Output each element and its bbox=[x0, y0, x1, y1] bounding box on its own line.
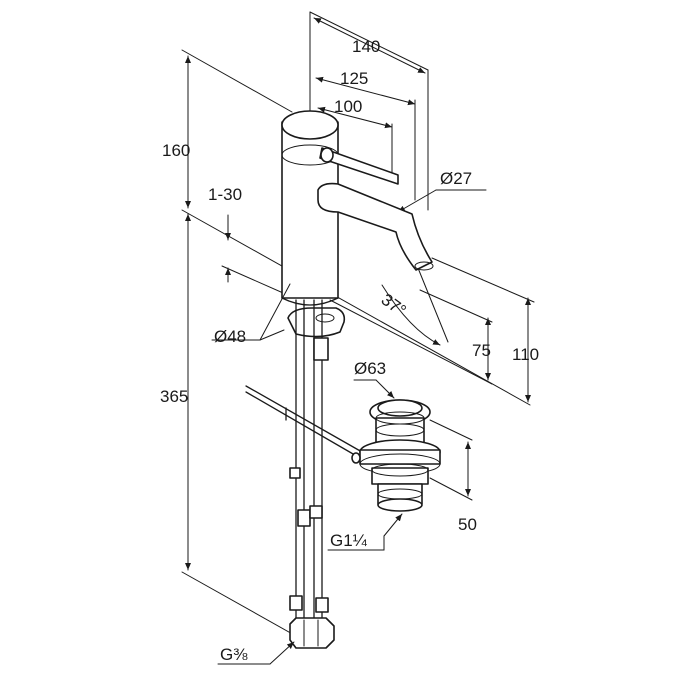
dimension-labels: 140 125 100 160 1-30 Ø27 37° Ø48 75 110 … bbox=[160, 37, 539, 664]
label-110: 110 bbox=[512, 345, 539, 364]
dimension-left-lines bbox=[181, 49, 531, 637]
label-160: 160 bbox=[162, 141, 190, 160]
label-g-1-1-4: G1¼ bbox=[330, 531, 368, 550]
label-diameter-27: Ø27 bbox=[440, 169, 472, 188]
label-diameter-63: Ø63 bbox=[354, 359, 386, 378]
label-125: 125 bbox=[340, 69, 368, 88]
label-1-30: 1-30 bbox=[208, 185, 242, 204]
faucet-body bbox=[245, 110, 434, 649]
label-50: 50 bbox=[458, 515, 477, 534]
label-100: 100 bbox=[334, 97, 362, 116]
dimension-drain-lines bbox=[211, 283, 473, 665]
dimension-right-lines bbox=[329, 189, 535, 403]
dimension-top-lines bbox=[309, 11, 429, 211]
drain-assembly bbox=[351, 399, 441, 512]
label-75: 75 bbox=[472, 341, 491, 360]
label-365: 365 bbox=[160, 387, 188, 406]
label-g-3-8: G⅜ bbox=[220, 645, 248, 664]
label-140: 140 bbox=[352, 37, 380, 56]
label-diameter-48: Ø48 bbox=[214, 327, 246, 346]
